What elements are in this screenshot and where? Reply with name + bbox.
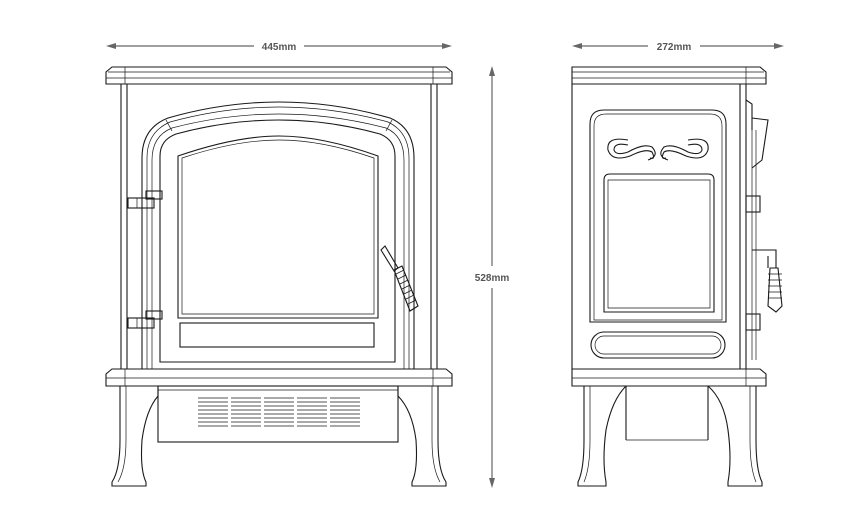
scroll-ornament: [607, 138, 709, 161]
front-width-dimension: 445mm: [106, 42, 452, 53]
height-dimension: 528mm: [475, 66, 510, 488]
front-width-label: 445mm: [262, 42, 297, 53]
heater-grille: [198, 397, 360, 427]
hinge-bottom: [127, 310, 163, 329]
side-view: [571, 66, 783, 487]
hinge-top: [127, 190, 163, 209]
front-view: [105, 66, 453, 487]
door-handle: [380, 245, 419, 312]
side-depth-dimension: 272mm: [572, 42, 784, 53]
side-depth-label: 272mm: [657, 42, 692, 53]
height-label: 528mm: [475, 273, 510, 284]
